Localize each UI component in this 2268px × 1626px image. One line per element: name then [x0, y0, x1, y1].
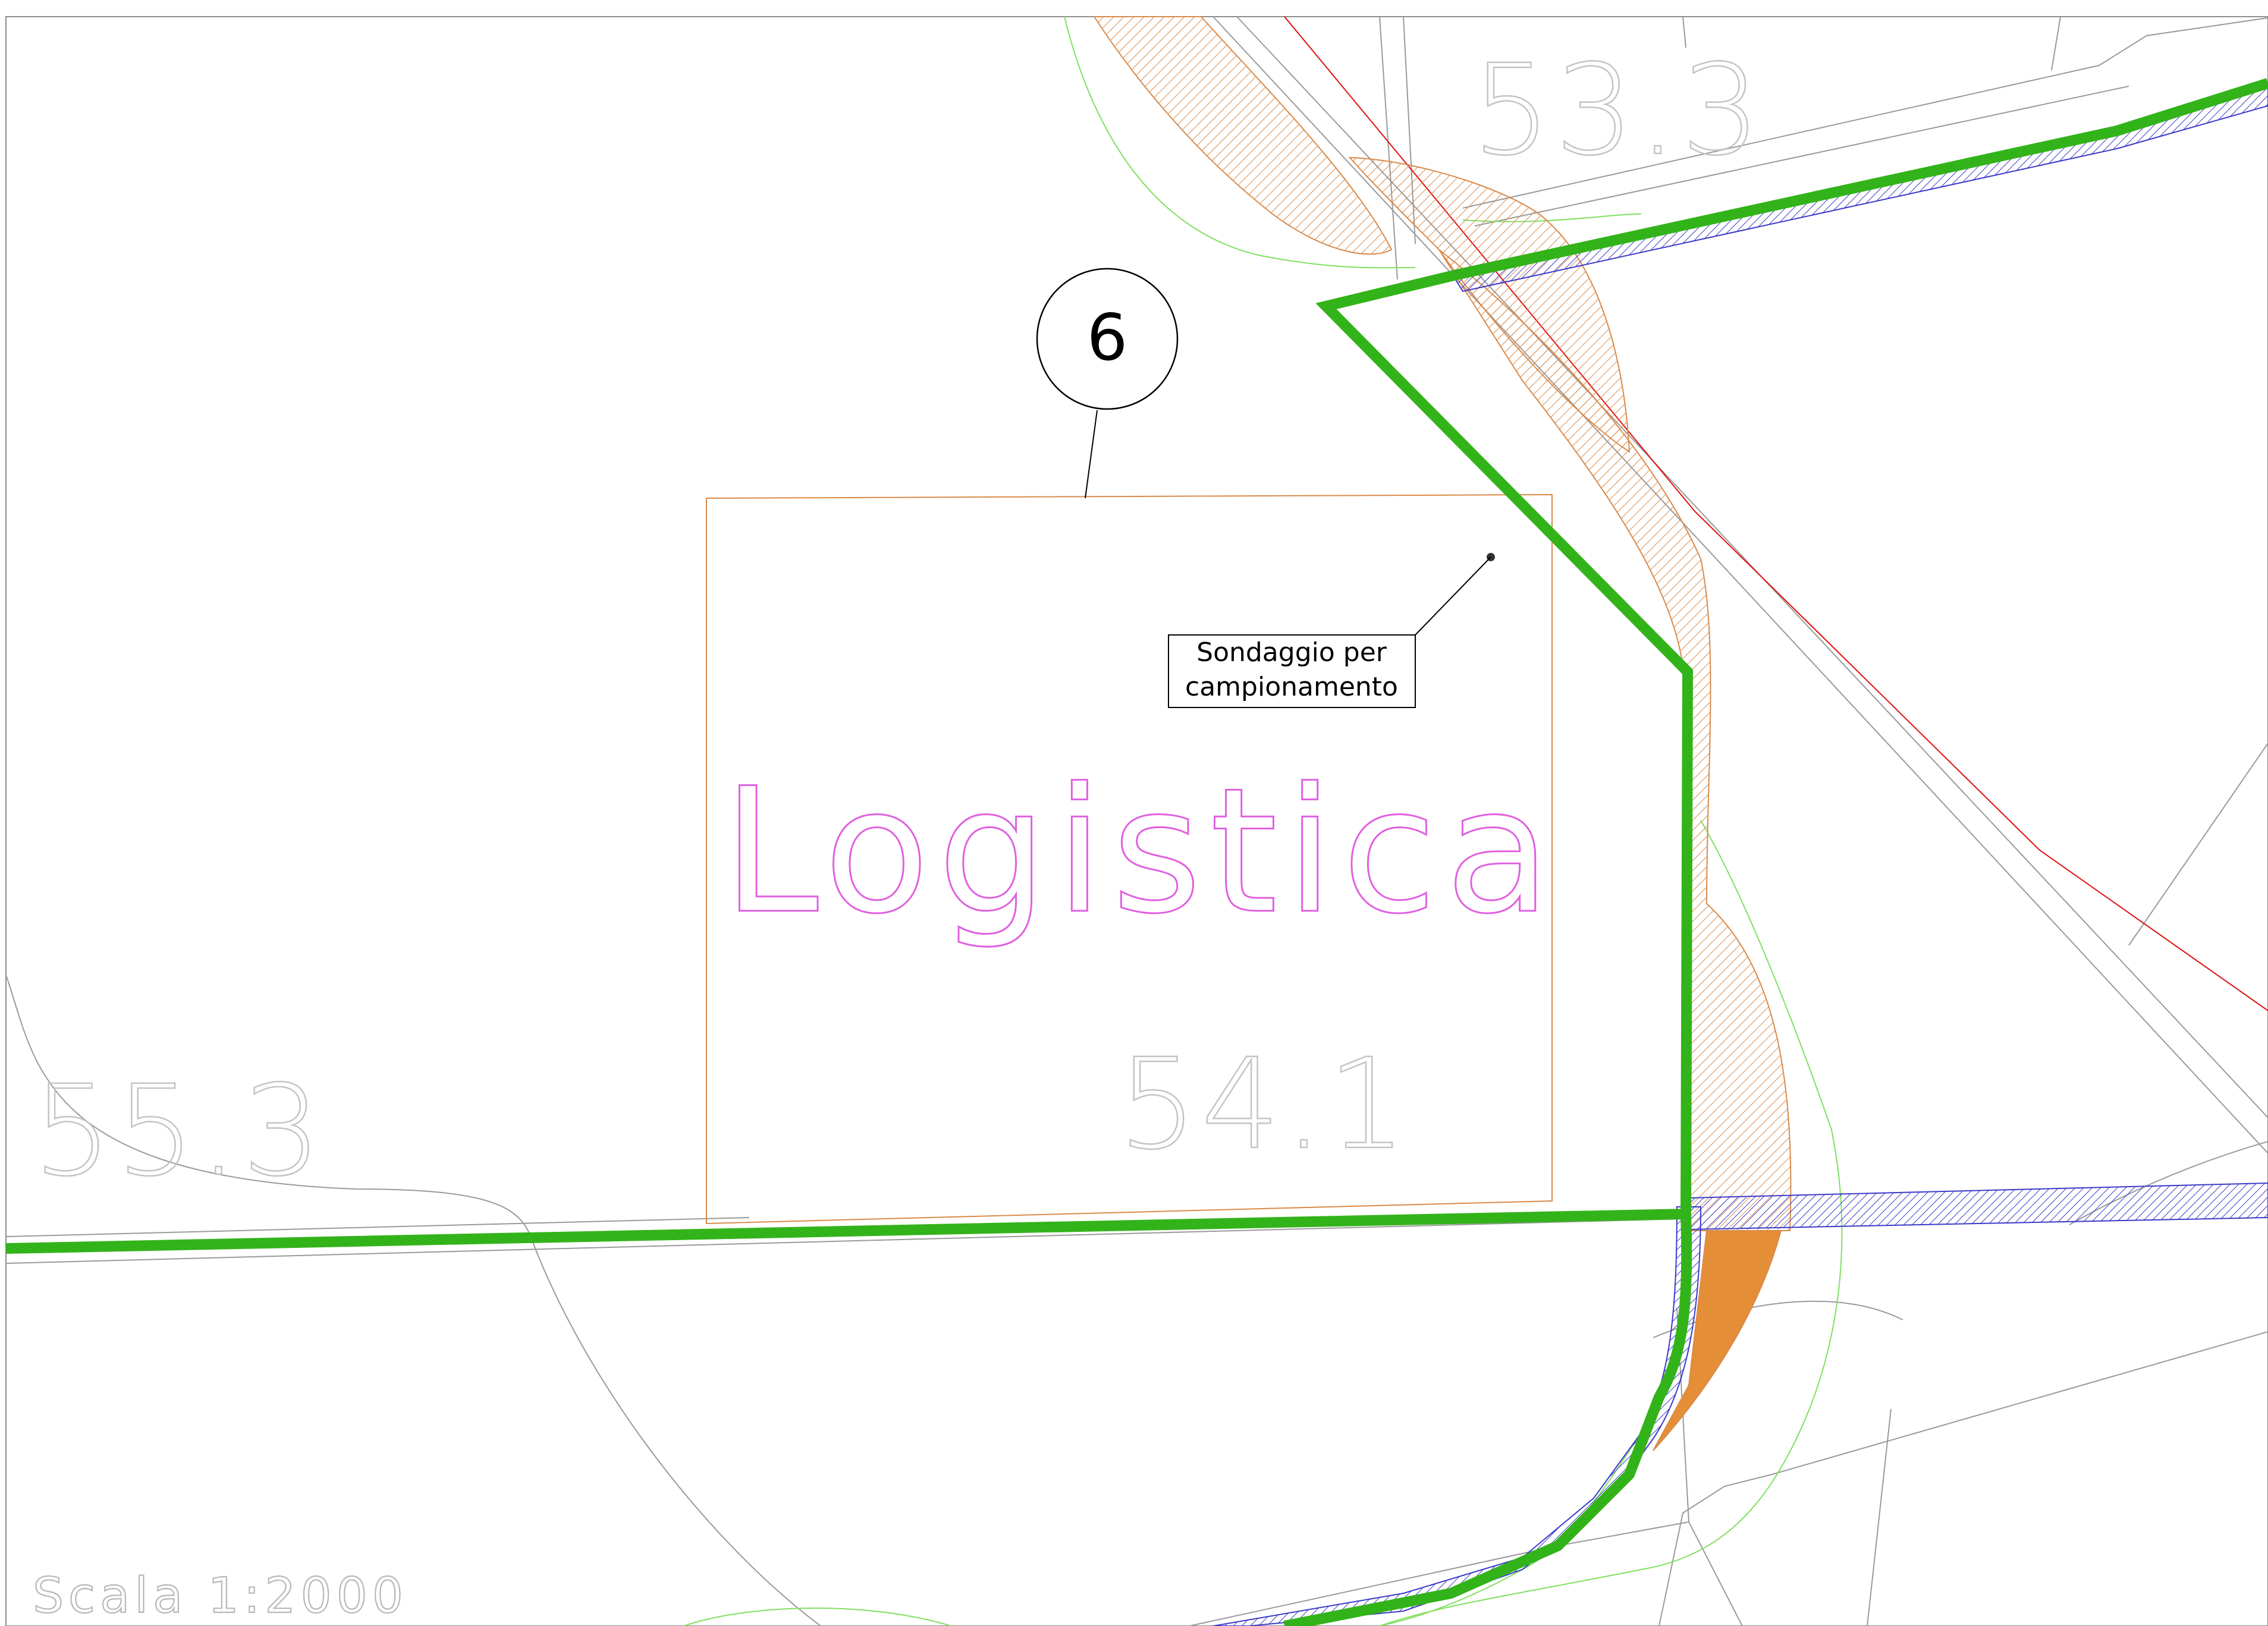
- elevation-label-53-3: 53.3: [1472, 37, 1764, 183]
- orange-filled-area: [1653, 1230, 1782, 1451]
- logistica-area-boundary: [706, 493, 1553, 1225]
- scale-label: Scala 1:2000: [33, 1568, 408, 1624]
- zone-label: Logistica: [723, 751, 1559, 952]
- area-number-circle: [1036, 268, 1179, 410]
- elevation-label-55-3: 55.3: [33, 1058, 325, 1204]
- route-line[interactable]: [5, 78, 2268, 1626]
- sampling-note-line2: campionamento: [1185, 672, 1398, 702]
- elevation-label-54-1: 54.1: [1118, 1031, 1411, 1177]
- orange-hatched-areas: [1093, 16, 1792, 1231]
- sampling-note-box: [1168, 634, 1416, 708]
- sampling-note-leader: [1415, 556, 1491, 636]
- area-number: 6: [1087, 301, 1128, 375]
- sampling-note-line1: Sondaggio per: [1196, 637, 1387, 668]
- area-number-leader: [1085, 410, 1098, 499]
